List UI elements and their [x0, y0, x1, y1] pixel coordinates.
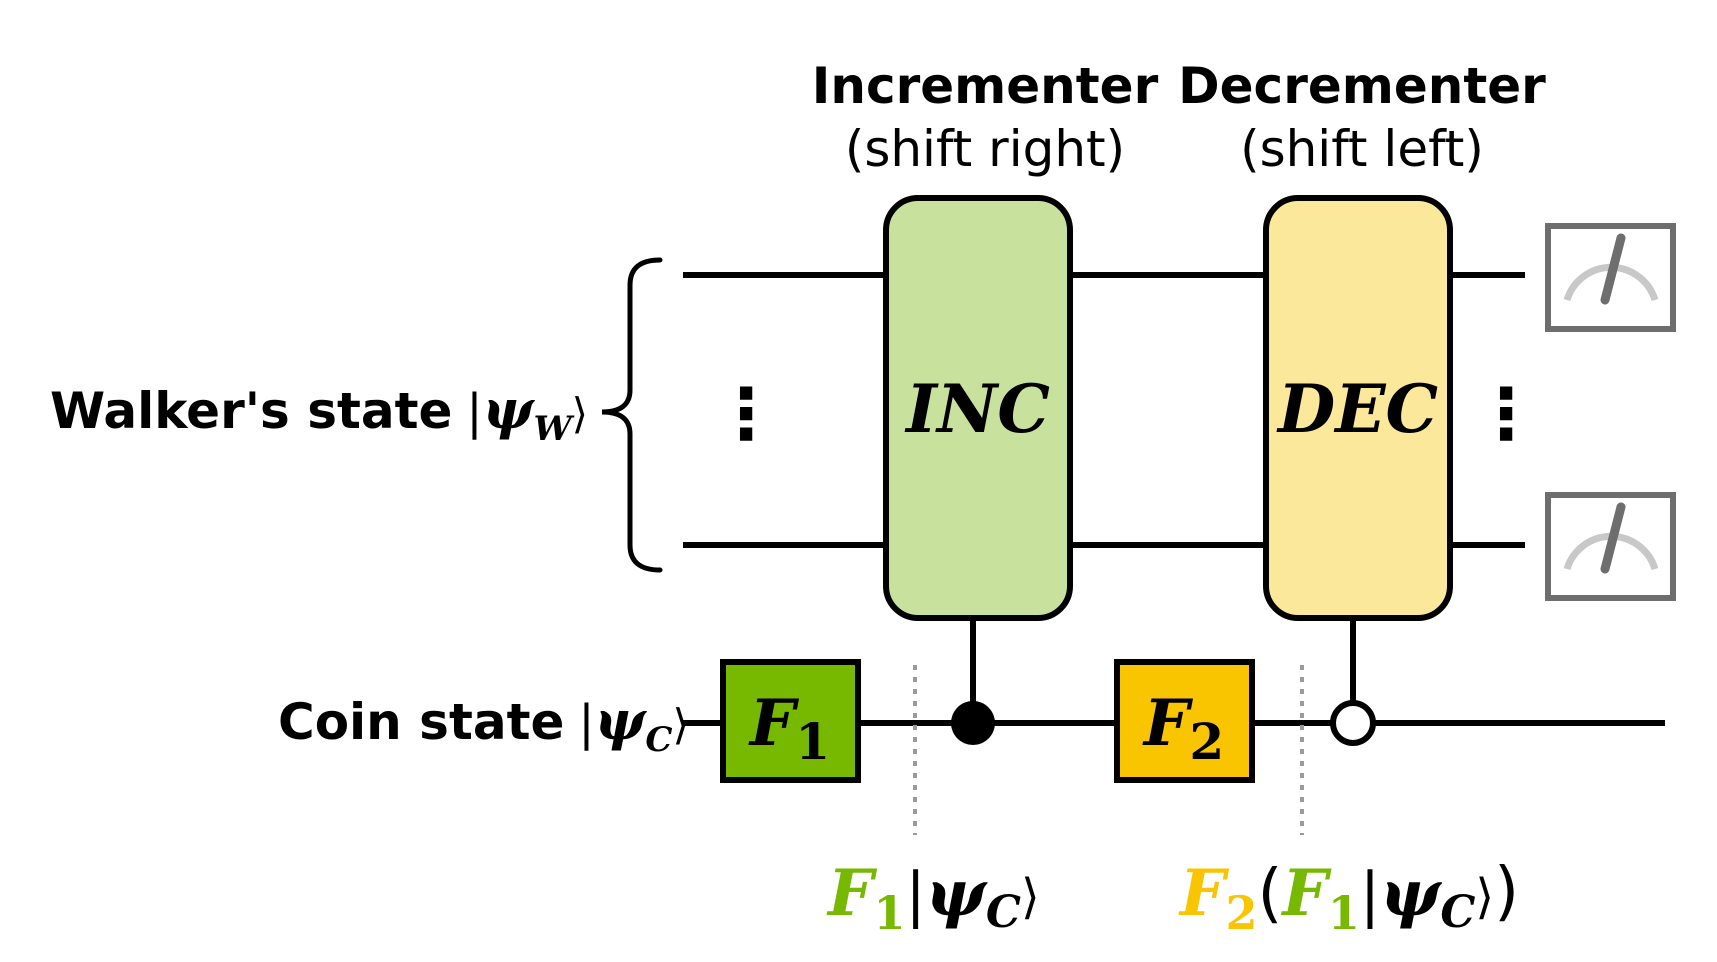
inc-subtitle: (shift right): [845, 120, 1125, 178]
f1-gate: [720, 659, 861, 783]
walker-state-label: Walker's state|ψW⟩: [50, 377, 588, 449]
inc-title: Incrementer: [812, 57, 1159, 115]
dec-control-open-dot: [1330, 700, 1376, 746]
inc-gate: [883, 195, 1073, 621]
measurement-meter-top: [1545, 223, 1676, 332]
inc-gate-label: INC: [904, 370, 1050, 448]
annotation-after-f1: F1|ψC⟩: [826, 856, 1040, 940]
f2-gate: [1114, 659, 1255, 783]
coin-state-text: Coin state: [278, 693, 564, 751]
dotted-separators: [913, 665, 1304, 835]
walker-ellipsis-left: ⋮: [711, 373, 781, 455]
f1-gate-label: F1: [748, 686, 830, 771]
dec-title: Decrementer: [1178, 57, 1546, 115]
wires: [683, 272, 1665, 726]
annotation-after-f2: F2(F1|ψC⟩): [1178, 855, 1519, 940]
coin-state-label: Coin state|ψC⟩: [278, 688, 689, 760]
f2-gate-letter: F: [1142, 686, 1194, 761]
dec-gate-label: DEC: [1276, 370, 1438, 448]
dec-gate: [1263, 195, 1453, 621]
f2-gate-index: 2: [1189, 712, 1224, 771]
walker-ellipsis-right: ⋮: [1471, 373, 1541, 455]
f2-gate-label: F2: [1142, 686, 1224, 771]
dec-subtitle: (shift left): [1240, 120, 1484, 178]
f1-gate-index: 1: [795, 712, 830, 771]
measurement-meter-bottom: [1545, 492, 1676, 601]
brace-icon: [601, 257, 663, 573]
f1-gate-letter: F: [748, 686, 800, 761]
inc-control-filled-dot: [951, 701, 995, 745]
walker-state-text: Walker's state: [50, 382, 452, 440]
